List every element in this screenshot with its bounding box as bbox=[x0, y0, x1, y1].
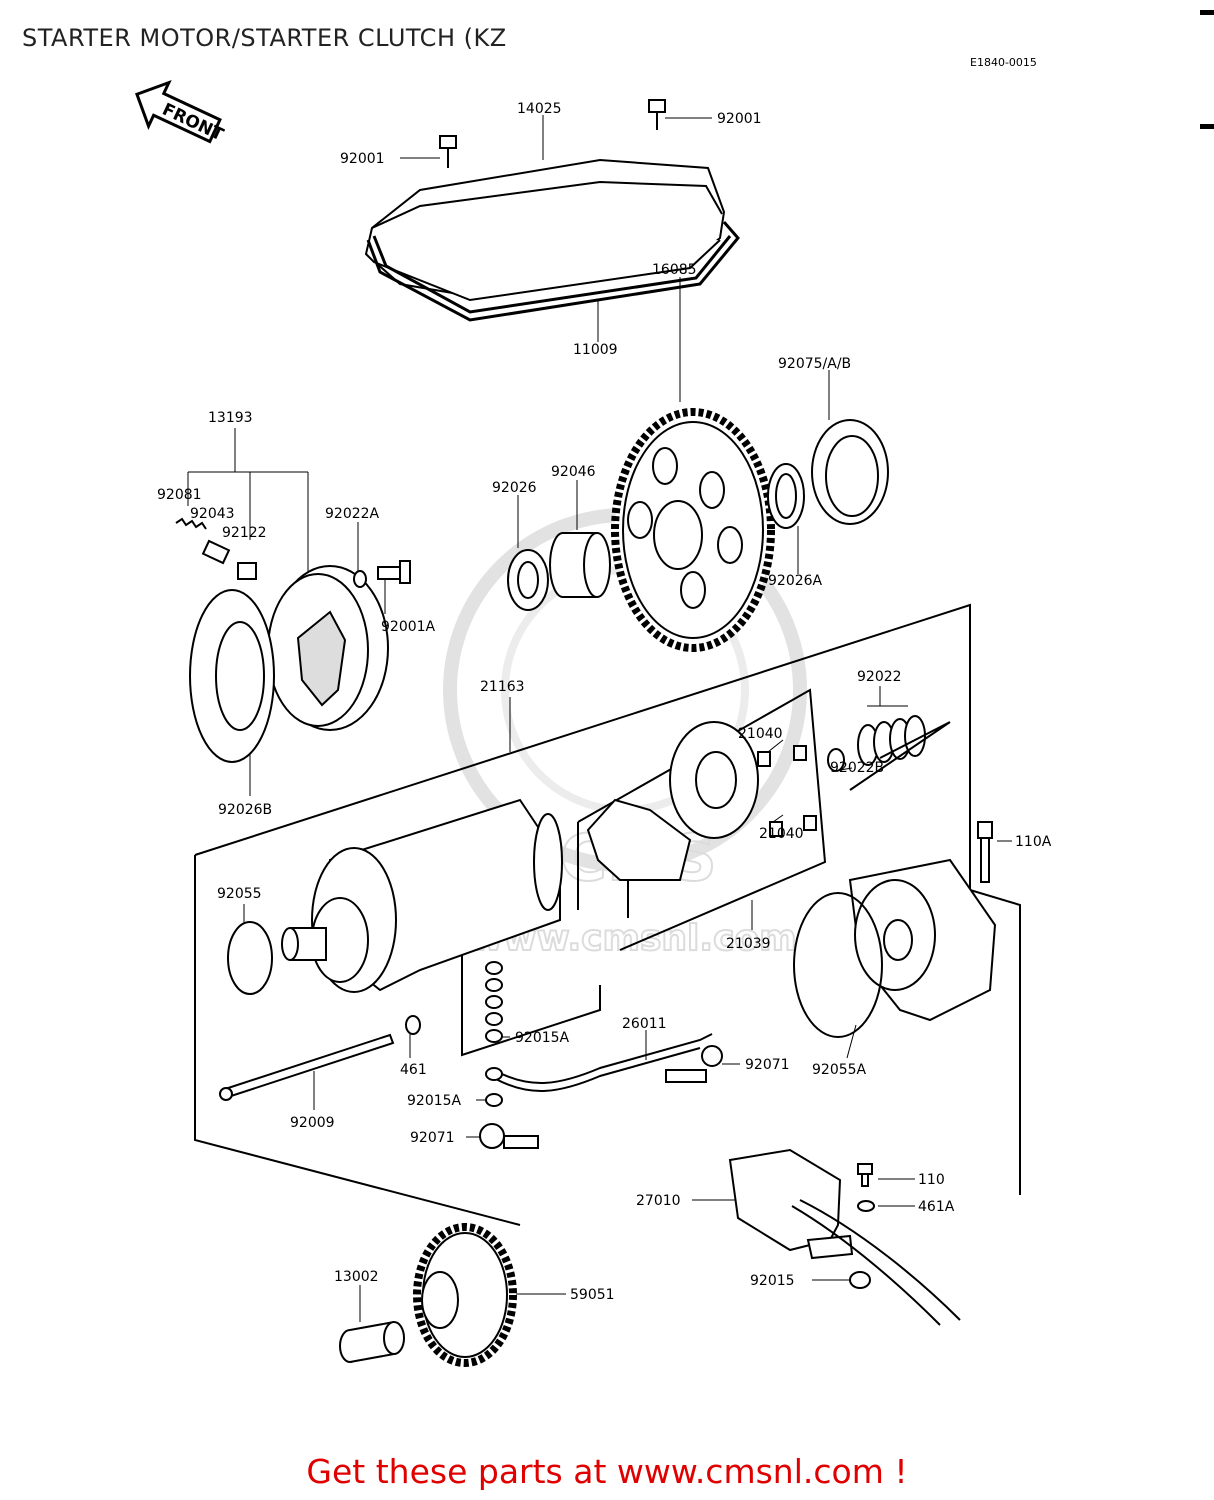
starter-clutch-cover bbox=[364, 158, 726, 302]
label-13193: 13193 bbox=[208, 410, 253, 426]
label-21039: 21039 bbox=[726, 936, 771, 952]
label-92001-left: 92001 bbox=[340, 151, 385, 167]
brush-21040-upper bbox=[757, 745, 807, 767]
bolt-110A bbox=[977, 821, 993, 883]
label-92026: 92026 bbox=[492, 480, 537, 496]
diagram-code: E1840-0015 bbox=[970, 56, 1037, 69]
edge-mark-top bbox=[1200, 10, 1214, 15]
clutch-nut-92022A bbox=[353, 570, 367, 588]
label-92022A: 92022A bbox=[325, 506, 380, 522]
label-92043: 92043 bbox=[190, 506, 235, 522]
footer-link[interactable]: Get these parts at www.cmsnl.com ! bbox=[306, 1452, 908, 1491]
brush-holder-21039 bbox=[586, 798, 692, 918]
label-92026B: 92026B bbox=[218, 802, 272, 818]
fitting-92071-upper bbox=[665, 1045, 723, 1083]
gear-washer-92026 bbox=[507, 549, 549, 611]
fitting-92071-lower bbox=[479, 1123, 539, 1149]
label-461: 461 bbox=[400, 1062, 427, 1078]
idle-gear-59051 bbox=[413, 1223, 517, 1367]
label-92046: 92046 bbox=[551, 464, 596, 480]
label-92015A-lower: 92015A bbox=[407, 1093, 462, 1109]
edge-mark-bottom bbox=[1200, 124, 1214, 129]
relay-washer-461A bbox=[857, 1200, 875, 1212]
motor-end-cover bbox=[848, 858, 997, 1022]
motor-o-ring-92055 bbox=[227, 921, 273, 995]
front-arrow-icon: FRONT bbox=[135, 79, 227, 145]
end-cover-o-ring-92055A bbox=[793, 892, 883, 1038]
starter-relay bbox=[728, 1148, 961, 1326]
motor-through-bolt-92009 bbox=[219, 1033, 395, 1101]
label-14025: 14025 bbox=[517, 101, 562, 117]
starter-clutch-body bbox=[267, 565, 389, 731]
gear-washer-92026A bbox=[767, 463, 805, 529]
label-92009: 92009 bbox=[290, 1115, 335, 1131]
brush-holder-plate bbox=[669, 721, 759, 839]
label-92081: 92081 bbox=[157, 487, 202, 503]
motor-nut-461 bbox=[405, 1015, 421, 1035]
label-27010: 27010 bbox=[636, 1193, 681, 1209]
leader-lines bbox=[187, 115, 1012, 1322]
label-92001-right: 92001 bbox=[717, 111, 762, 127]
label-21040-upper: 21040 bbox=[738, 726, 783, 742]
label-59051: 59051 bbox=[570, 1287, 615, 1303]
label-110A: 110A bbox=[1015, 834, 1052, 850]
gear-shim-92075 bbox=[811, 419, 889, 525]
cover-bolt-right bbox=[648, 99, 666, 130]
relay-bolt-110 bbox=[857, 1163, 873, 1187]
label-92122: 92122 bbox=[222, 525, 267, 541]
label-92022B: 92022B bbox=[830, 760, 884, 776]
label-110: 110 bbox=[918, 1172, 945, 1188]
part-labels: 14025 92001 92001 11009 16085 92075/A/B … bbox=[157, 101, 1052, 1303]
label-92055A: 92055A bbox=[812, 1062, 867, 1078]
starter-motor bbox=[281, 798, 563, 993]
cover-bolt-left bbox=[439, 135, 457, 168]
relay-nut-92015 bbox=[849, 1271, 871, 1289]
brush-21040-lower bbox=[769, 815, 817, 837]
label-21163: 21163 bbox=[480, 679, 525, 695]
clutch-spring bbox=[175, 517, 207, 530]
label-92071-right: 92071 bbox=[745, 1057, 790, 1073]
starter-clutch-gear bbox=[611, 408, 775, 652]
label-21040-lower: 21040 bbox=[759, 826, 804, 842]
washer-92015A-lower bbox=[485, 1093, 503, 1107]
page-title: STARTER MOTOR/STARTER CLUTCH (KZ bbox=[22, 24, 507, 52]
label-16085: 16085 bbox=[652, 262, 697, 278]
label-92071-left: 92071 bbox=[410, 1130, 455, 1146]
label-13002: 13002 bbox=[334, 1269, 379, 1285]
clutch-bolt-92001A bbox=[377, 560, 411, 584]
needle-bearing bbox=[549, 532, 611, 598]
label-92001A: 92001A bbox=[381, 619, 436, 635]
label-461A: 461A bbox=[918, 1199, 955, 1215]
clutch-washer-92026B bbox=[189, 589, 275, 763]
label-92075: 92075/A/B bbox=[778, 356, 851, 372]
label-92026A: 92026A bbox=[768, 573, 823, 589]
label-92022: 92022 bbox=[857, 669, 902, 685]
starter-cable-26011 bbox=[485, 1033, 713, 1092]
terminal-nut-stack bbox=[485, 961, 503, 1043]
o-rings-92022 bbox=[849, 715, 951, 791]
clutch-roller bbox=[237, 562, 257, 580]
label-92015: 92015 bbox=[750, 1273, 795, 1289]
clutch-cap bbox=[201, 539, 231, 565]
cover-gasket bbox=[366, 221, 740, 322]
washer-92022B bbox=[827, 748, 845, 772]
label-92055: 92055 bbox=[217, 886, 262, 902]
gear-collar-13002 bbox=[339, 1321, 405, 1363]
label-92015A-upper: 92015A bbox=[515, 1030, 570, 1046]
label-11009: 11009 bbox=[573, 342, 618, 358]
label-26011: 26011 bbox=[622, 1016, 667, 1032]
